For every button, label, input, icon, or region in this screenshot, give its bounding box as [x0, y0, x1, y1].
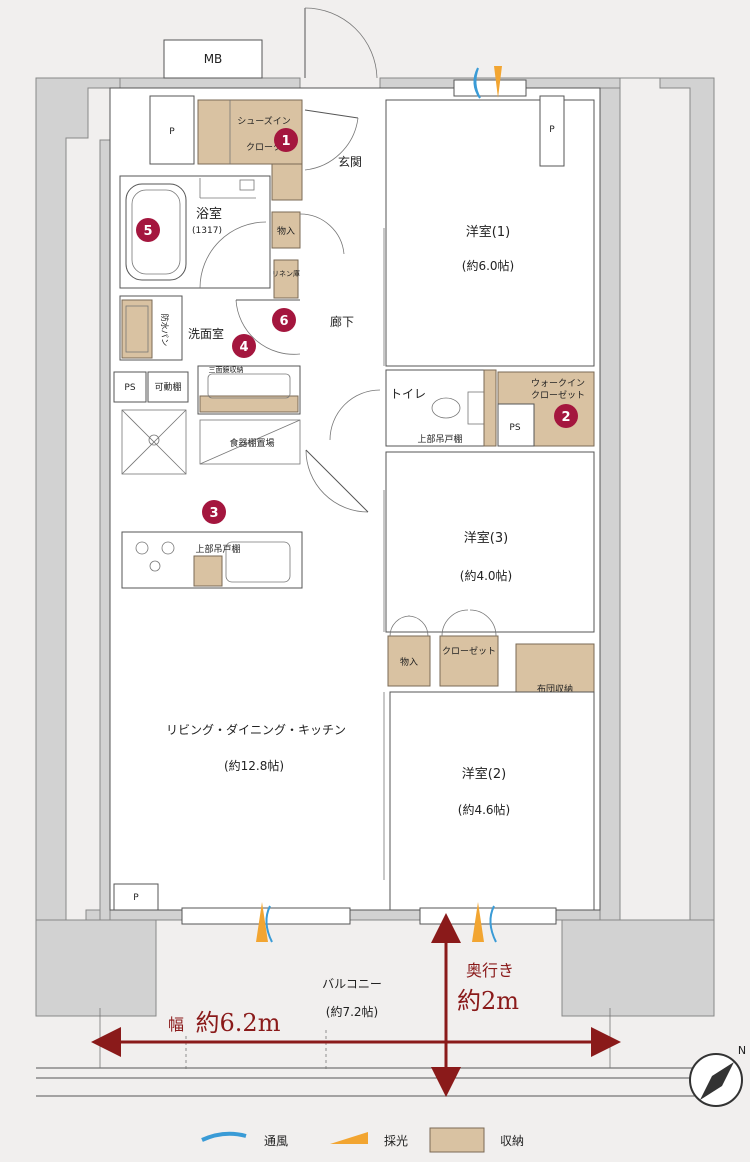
storage-small [271, 211, 301, 249]
svg-text:3: 3 [209, 506, 218, 521]
mirror-storage-label: 三面鏡収納 [209, 365, 244, 374]
badge-3: 3 [202, 500, 226, 524]
legend-storage-swatch [429, 1127, 485, 1153]
depth-value: 約2m [457, 987, 519, 1015]
toilet-upper-cabinet-label: 上部吊戸棚 [417, 433, 462, 445]
wic-line2: クローゼット [531, 389, 585, 401]
western1-name: 洋室(1) [466, 224, 510, 240]
walk-in-closet: ウォークイン クローゼット [497, 371, 595, 447]
width-value: 約6.2m [196, 1009, 281, 1037]
toilet-room: トイレ 上部吊戸棚 [329, 369, 497, 447]
ldk-size: (約12.8帖) [224, 758, 284, 773]
compass-north: N [738, 1044, 746, 1057]
ldk-name: リビング・ダイニング・キッチン [166, 722, 346, 737]
width-label: 幅 [168, 1015, 184, 1034]
badge-1: 1 [274, 128, 298, 152]
kitchen-upper-cabinet-label: 上部吊戸棚 [195, 543, 240, 555]
feature-badges: 1 2 3 4 5 6 [136, 128, 578, 524]
shelf-label: 可動棚 [154, 381, 181, 393]
shoes-in-closet: シューズイン クローク [197, 99, 303, 201]
svg-text:1: 1 [281, 134, 290, 149]
badge-4: 4 [232, 334, 256, 358]
airflow-light-markers [256, 66, 502, 943]
washroom-label: 洗面室 [188, 326, 224, 341]
vanity: 三面鏡収納 [197, 365, 301, 415]
mid-storage-label: 物入 [400, 656, 418, 668]
legend-ventilation: 通風 [264, 1134, 288, 1148]
svg-text:5: 5 [143, 224, 152, 239]
western-room-2: 洋室(2) (約4.6帖) [383, 691, 595, 911]
western3-name: 洋室(3) [464, 530, 508, 546]
entrance-door [304, 7, 378, 171]
shoes-closet-line1: シューズイン [237, 115, 291, 127]
ps-label-right: PS [509, 423, 520, 433]
shoes-closet-line2: クローク [246, 142, 282, 153]
dimension-lines: 幅 約6.2m 奥行き 約2m [91, 913, 621, 1097]
badge-5: 5 [136, 218, 160, 242]
entrance-label: 玄関 [338, 154, 362, 169]
badge-6: 6 [272, 308, 296, 332]
dish-shelf-label: 食器棚置場 [229, 437, 274, 449]
waterproof-pan-label: 防水パン [160, 314, 170, 346]
western1-size: (約6.0帖) [462, 258, 514, 273]
legend-ventilation-swatch [201, 1131, 247, 1142]
svg-text:2: 2 [561, 410, 570, 425]
western-room-1: 洋室(1) (約6.0帖) [383, 95, 595, 367]
p-label-topleft: P [169, 127, 175, 137]
p-label-topright: P [549, 125, 555, 135]
western2-name: 洋室(2) [462, 766, 506, 782]
legend-daylight-swatch [330, 1132, 368, 1144]
bath-size: (1317) [192, 226, 222, 236]
hallway-label: 廊下 [330, 314, 354, 329]
mb-box: MB [163, 39, 263, 79]
balcony-name: バルコニー [322, 977, 382, 991]
western2-size: (約4.6帖) [458, 802, 510, 817]
legend-storage: 収納 [500, 1134, 524, 1148]
kitchen-counter: 上部吊戸棚 [121, 531, 303, 589]
legend: 通風 採光 収納 [201, 1127, 524, 1153]
ps-label-left: PS [124, 383, 135, 393]
western-room-3: 洋室(3) (約4.0帖) [383, 451, 595, 633]
badge-2: 2 [554, 404, 578, 428]
balcony-size: (約7.2帖) [326, 1004, 378, 1019]
p-label-bottomleft: P [133, 893, 139, 903]
toilet-label: トイレ [390, 387, 426, 401]
depth-label: 奥行き [466, 961, 514, 980]
storage-small-label: 物入 [277, 225, 295, 237]
linen-label: リネン庫 [272, 269, 300, 278]
svg-text:6: 6 [279, 314, 288, 329]
bath-name: 浴室 [196, 206, 222, 222]
svg-text:4: 4 [239, 340, 248, 355]
mb-label: MB [204, 52, 223, 66]
kitchen-utility: 食器棚置場 [121, 409, 301, 475]
legend-daylight: 採光 [384, 1134, 408, 1148]
western3-size: (約4.0帖) [460, 568, 512, 583]
compass: N [689, 1044, 746, 1107]
washroom: 防水パン 洗面室 [119, 295, 224, 361]
wic-line1: ウォークイン [531, 378, 585, 389]
linen-closet [273, 259, 299, 299]
closet-label: クローゼット [442, 645, 496, 657]
